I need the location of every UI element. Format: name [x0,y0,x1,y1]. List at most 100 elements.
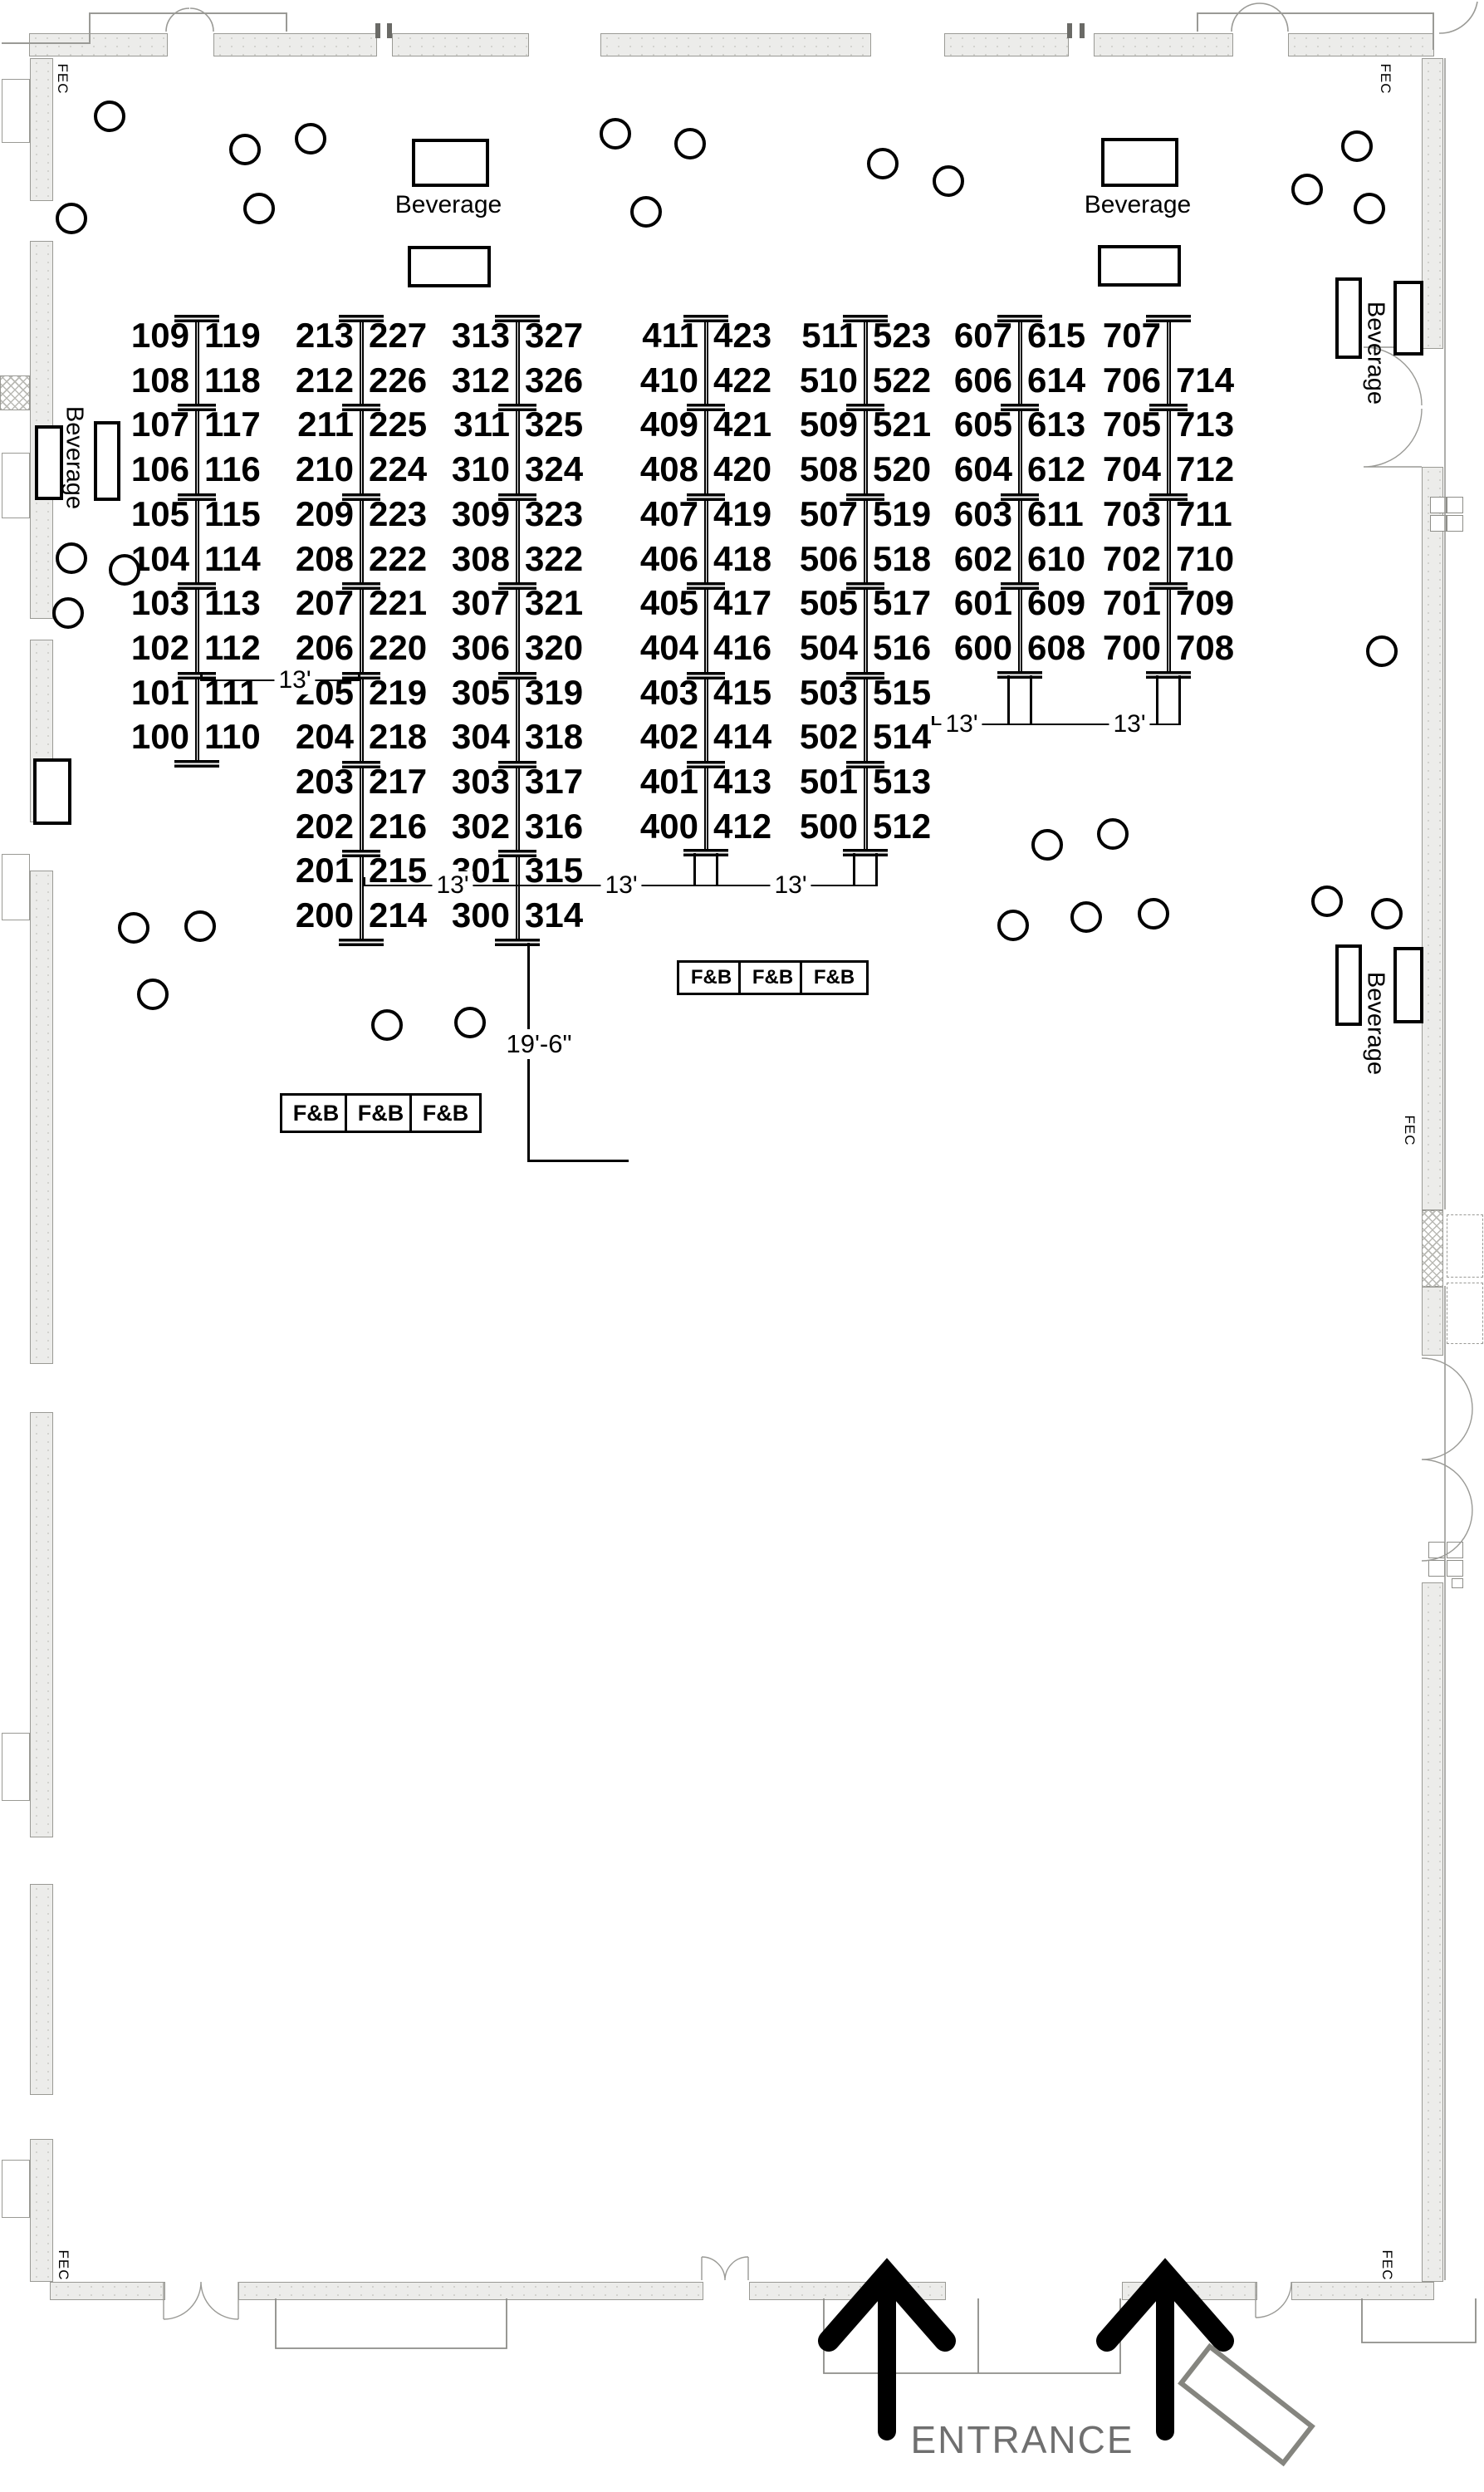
fec-label: FEC [56,2249,71,2281]
booth-label: 513 [873,762,932,801]
booth-label: 706 [1102,360,1161,400]
booth-label: 206 [295,627,354,667]
booth-label: 321 [525,583,584,623]
top-wall-segment [213,33,377,56]
dimension-line [932,724,1180,725]
left-wall-alcove [2,453,30,518]
booth-label: 601 [953,583,1012,623]
fnb-table: F&B [409,1093,482,1133]
floor-column-circle [94,101,125,132]
booth-label: 413 [713,762,772,801]
booth-label: 512 [873,806,932,846]
booth-divider-tick [342,671,380,679]
top-right-outer-jog [1197,12,1434,50]
door-mullion [375,23,380,38]
booth-label: 105 [130,493,189,533]
booth-label: 610 [1027,538,1086,578]
booth-label: 309 [451,493,510,533]
booth-label: 315 [525,851,584,890]
booth-divider-tick [846,671,884,679]
floor-column-circle [867,148,899,179]
booth-label: 615 [1027,316,1086,355]
booth-divider-cap [997,670,1042,679]
fnb-table: F&B [280,1093,352,1133]
booth-label: 318 [525,717,584,757]
booth-label: 410 [639,360,698,400]
booth-divider-line [360,318,364,943]
booth-label: 113 [204,583,261,623]
booth-divider-tick [178,582,216,591]
booth-label: 505 [799,583,858,623]
booth-label: 518 [873,538,932,578]
booth-label: 613 [1027,405,1086,444]
booth-label: 408 [639,449,698,489]
booth-label: 405 [639,583,698,623]
booth-divider-cap [495,315,540,322]
right-wall-double-door [1363,346,1423,468]
booth-label: 312 [451,360,510,400]
booth-divider-tick [178,404,216,412]
booth-label: 602 [953,538,1012,578]
beverage-label: Beverage [1362,971,1389,1076]
booth-label: 412 [713,806,772,846]
booth-label: 223 [369,493,428,533]
floor-column-circle [184,910,216,942]
booth-divider-cap [495,938,540,946]
booth-divider-tick [846,404,884,412]
booth-divider-tick [1149,404,1188,412]
booth-label: 303 [451,762,510,801]
booth-label: 110 [204,717,261,757]
left-wall-segment [30,1884,53,2095]
booth-label: 317 [525,762,584,801]
booth-label: 701 [1102,583,1161,623]
booth-label: 411 [642,316,698,355]
booth-label: 702 [1102,538,1161,578]
booth-label: 222 [369,538,428,578]
floor-column-circle [137,979,169,1010]
booth-label: 104 [130,538,189,578]
booth-label: 709 [1176,583,1235,623]
booth-label: 520 [873,449,932,489]
booth-label: 325 [525,405,584,444]
booth-label: 119 [204,316,261,355]
right-wall-segment [1422,1582,1443,2282]
booth-label: 704 [1102,449,1161,489]
booth-label: 508 [799,449,858,489]
booth-label: 313 [451,316,510,355]
booth-label: 700 [1102,627,1161,667]
booth-label: 507 [799,493,858,533]
booth-label: 407 [639,493,698,533]
beverage-table [1335,277,1362,359]
booth-label: 710 [1176,538,1235,578]
booth-divider-tick [342,404,380,412]
booth-label: 201 [295,851,354,890]
top-right-door-arcs [1231,2,1289,32]
booth-divider-tick [498,493,536,501]
booth-label: 503 [799,672,858,712]
booth-divider-cap [1146,670,1191,679]
booth-divider-tick [498,582,536,591]
booth-label: 324 [525,449,584,489]
booth-column-stub [853,853,855,885]
vestibule-outline [1361,2298,1477,2343]
floor-column-circle [56,203,87,234]
booth-label: 320 [525,627,584,667]
booth-label: 406 [639,538,698,578]
booth-divider-tick [498,671,536,679]
booth-label: 711 [1176,493,1232,533]
booth-label: 403 [639,672,698,712]
booth-label: 216 [369,806,428,846]
booth-label: 115 [204,493,261,533]
booth-label: 523 [873,316,932,355]
booth-label: 306 [451,627,510,667]
dimension-label: 13' [770,871,811,900]
booth-label: 419 [713,493,772,533]
booth-divider-cap [683,315,728,322]
wall-equipment-box [1447,1542,1463,1558]
booth-label: 116 [204,449,261,489]
floor-column-circle [1341,130,1373,162]
booth-column-stub [1156,675,1158,724]
left-wall-alcove [2,79,30,143]
booth-label: 217 [369,762,428,801]
booth-divider-tick [1001,582,1039,591]
